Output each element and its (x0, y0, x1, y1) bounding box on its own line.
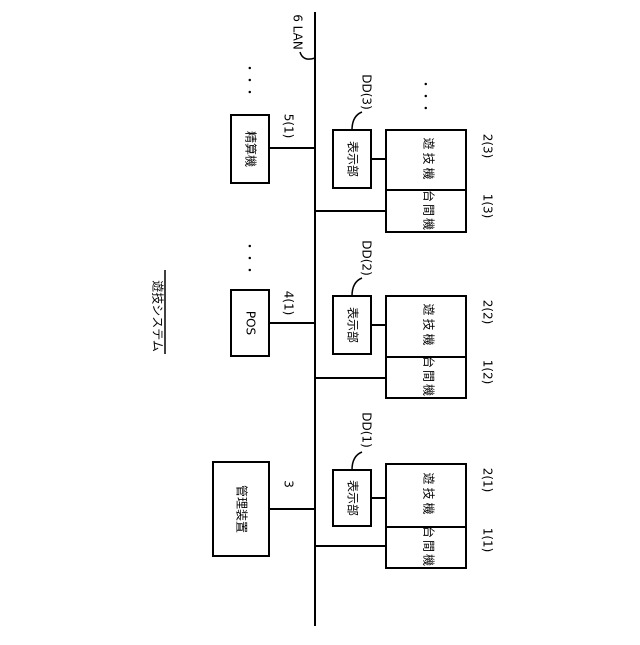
unit-group-1: 表示部 DD(1) 遊技機 台間機 2(1) 1(1) (315, 412, 495, 568)
game-machine-ref: 2(3) (481, 134, 495, 159)
display-leader (352, 452, 362, 470)
lan-label: 6 LAN (291, 14, 305, 50)
side-machine-label: 台間機 (422, 190, 437, 232)
management-device-label: 管理装置 (235, 485, 250, 533)
unit-group-3: 表示部 DD(3) 遊技機 台間機 2(3) 1(3) ・・・ (315, 74, 495, 232)
side-machine-ref: 1(3) (481, 194, 495, 219)
display-unit-label: 表示部 (346, 141, 361, 177)
pos-label: POS (244, 311, 258, 335)
game-machine-label: 遊技機 (422, 472, 437, 517)
game-machine-ref: 2(2) (481, 300, 495, 325)
side-machine-label: 台間機 (422, 526, 437, 568)
display-leader (352, 112, 362, 130)
display-leader (352, 278, 362, 296)
display-unit-label: 表示部 (346, 307, 361, 343)
side-machine-ref: 1(2) (481, 360, 495, 385)
display-ref: DD(1) (360, 412, 374, 447)
diagram-title: 遊技システム (151, 280, 166, 352)
game-machine-ref: 2(1) (481, 468, 495, 493)
side-machine-label: 台間機 (422, 356, 437, 398)
pos-ref: 4(1) (282, 291, 296, 316)
settlement-ellipsis: ・・・ (243, 62, 257, 98)
side-machine-ref: 1(1) (481, 528, 495, 553)
management-ref: 3 (282, 480, 296, 488)
display-ref: DD(3) (360, 74, 374, 109)
units-ellipsis: ・・・ (419, 78, 433, 114)
unit-group-2: 表示部 DD(2) 遊技機 台間機 2(2) 1(2) (315, 240, 495, 398)
game-machine-label: 遊技機 (422, 137, 437, 182)
display-unit-label: 表示部 (346, 480, 361, 516)
game-machine-label: 遊技機 (422, 303, 437, 348)
pos-ellipsis: ・・・ (243, 240, 257, 276)
lan-leader (300, 52, 315, 59)
title-group: 遊技システム (151, 280, 166, 352)
settlement-label: 精算機 (244, 131, 259, 167)
settlement-ref: 5(1) (282, 114, 296, 139)
display-ref: DD(2) (360, 240, 374, 275)
